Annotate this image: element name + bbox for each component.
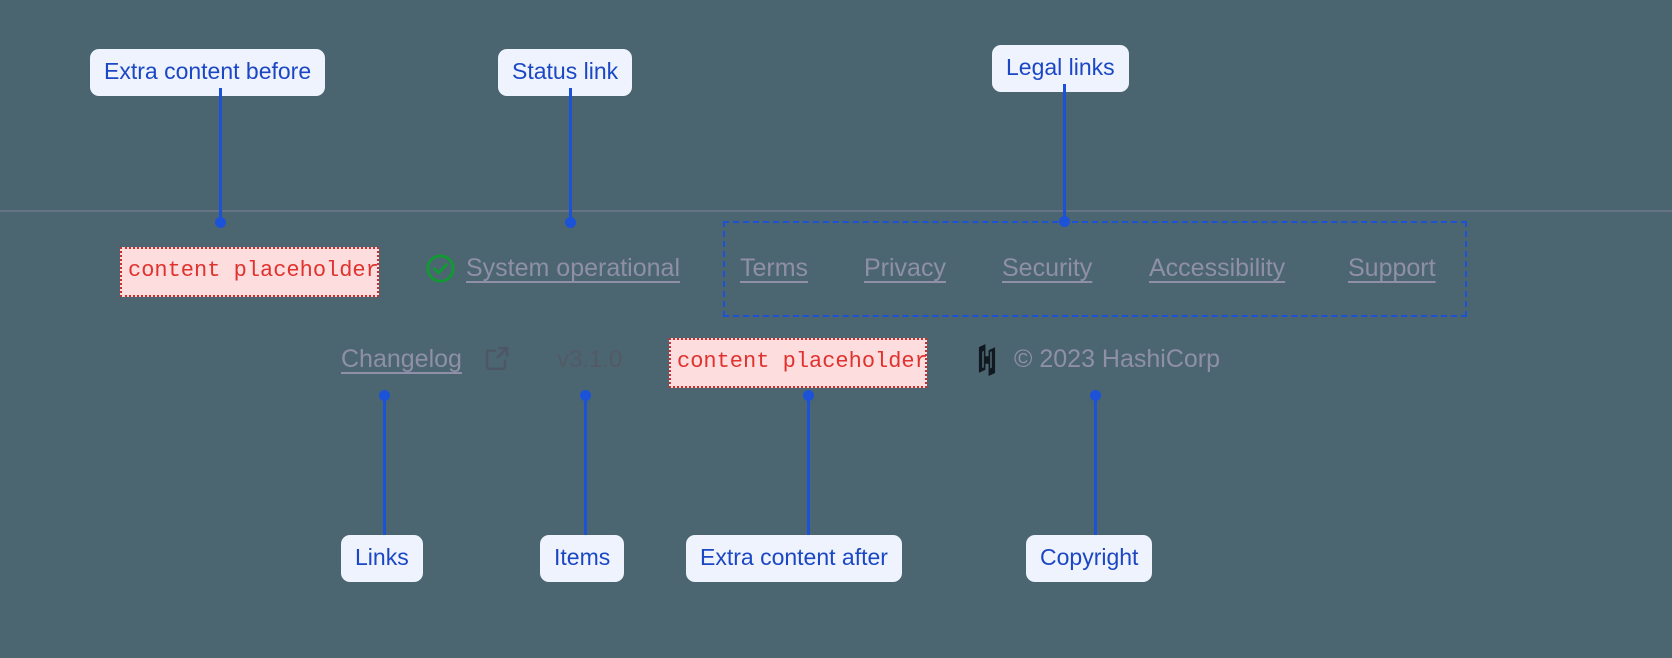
callout-legal-links: Legal links: [992, 45, 1129, 92]
leader-dot-extra-after: [803, 390, 814, 401]
legal-link-terms[interactable]: Terms: [740, 254, 809, 282]
callout-links: Links: [341, 535, 423, 582]
legal-links-group-highlight: [723, 221, 1467, 317]
legal-link-privacy[interactable]: Privacy: [864, 254, 946, 282]
leader-line-legal: [1063, 84, 1066, 223]
leader-line-copyright: [1094, 396, 1097, 535]
leader-line-links: [383, 396, 386, 535]
leader-dot-items: [580, 390, 591, 401]
legal-link-security[interactable]: Security: [1002, 254, 1093, 282]
copyright-text: © 2023 HashiCorp: [1014, 345, 1221, 373]
footer-separator: [0, 210, 1672, 212]
version-label: v3.1.0: [557, 346, 623, 373]
callout-items: Items: [540, 535, 625, 582]
legal-link-accessibility[interactable]: Accessibility: [1149, 254, 1286, 282]
leader-line-extra-after: [807, 396, 810, 535]
callout-extra-content-after: Extra content after: [686, 535, 902, 582]
hashicorp-logo-icon: [972, 344, 1002, 376]
status-link[interactable]: System operational: [466, 254, 681, 282]
check-circle-icon: [424, 252, 457, 285]
leader-dot-copyright: [1090, 390, 1101, 401]
changelog-link[interactable]: Changelog: [341, 345, 462, 373]
leader-dot-extra-before: [215, 217, 226, 228]
leader-line-extra-before: [219, 88, 222, 223]
external-link-icon[interactable]: [482, 343, 512, 373]
legal-link-support[interactable]: Support: [1348, 254, 1436, 282]
placeholder-extra-content-after: content placeholder: [669, 338, 928, 388]
callout-extra-content-before: Extra content before: [90, 49, 326, 96]
leader-line-status: [569, 88, 572, 223]
placeholder-extra-content-before: content placeholder: [120, 247, 379, 297]
leader-dot-links: [379, 390, 390, 401]
leader-line-items: [584, 396, 587, 535]
callout-status-link: Status link: [498, 49, 633, 96]
leader-dot-status: [565, 217, 576, 228]
callout-copyright: Copyright: [1026, 535, 1153, 582]
